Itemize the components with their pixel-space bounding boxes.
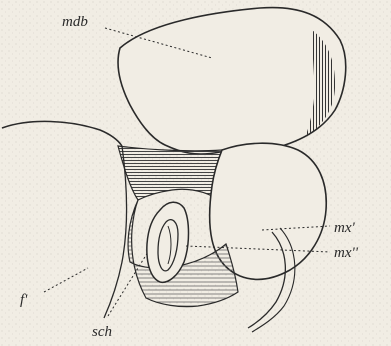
label-mx1: mx' [334, 220, 355, 236]
label-mdb: mdb [62, 14, 88, 30]
label-f: f' [20, 292, 28, 308]
label-sch: sch [92, 324, 112, 340]
label-mx2: mx'' [334, 245, 359, 261]
